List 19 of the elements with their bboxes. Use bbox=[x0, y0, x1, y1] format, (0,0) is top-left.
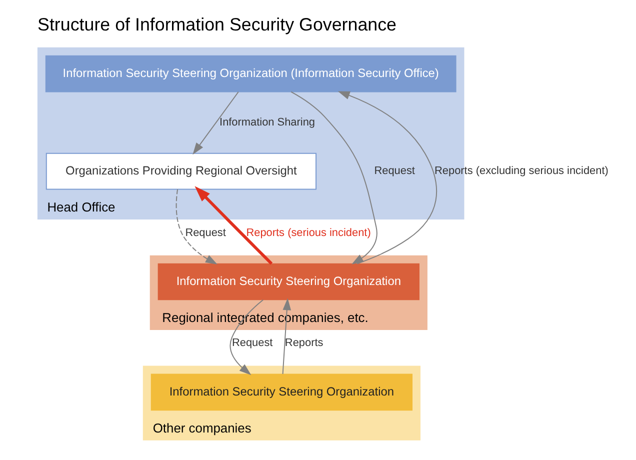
arrow bbox=[192, 91, 238, 155]
arrow bbox=[290, 91, 377, 264]
arrow bbox=[229, 299, 264, 376]
diagram-title: Structure of Information Security Governance bbox=[37, 14, 396, 34]
edge-label: Reports bbox=[284, 337, 323, 350]
edge-label: Reports (excluding serious incident) bbox=[434, 165, 608, 178]
node-box: Information Security Steering Organization bbox=[150, 374, 412, 411]
node-box: Organizations Providing Regional Oversight bbox=[45, 152, 316, 190]
edge-label: Request bbox=[184, 226, 226, 239]
edge-label: Request bbox=[231, 337, 272, 350]
edge-label: Request bbox=[374, 165, 414, 178]
edge-label: Reports (serious incident) bbox=[246, 226, 370, 239]
node-box: Information Security Steering Organization (Information Security Office) bbox=[44, 55, 456, 92]
arrow bbox=[194, 186, 272, 265]
arrow bbox=[282, 298, 291, 374]
edge-label: Information Sharing bbox=[219, 116, 314, 128]
node-box: Information Security Steering Organization bbox=[157, 263, 419, 300]
arrow bbox=[175, 188, 217, 265]
arrow bbox=[337, 91, 437, 264]
